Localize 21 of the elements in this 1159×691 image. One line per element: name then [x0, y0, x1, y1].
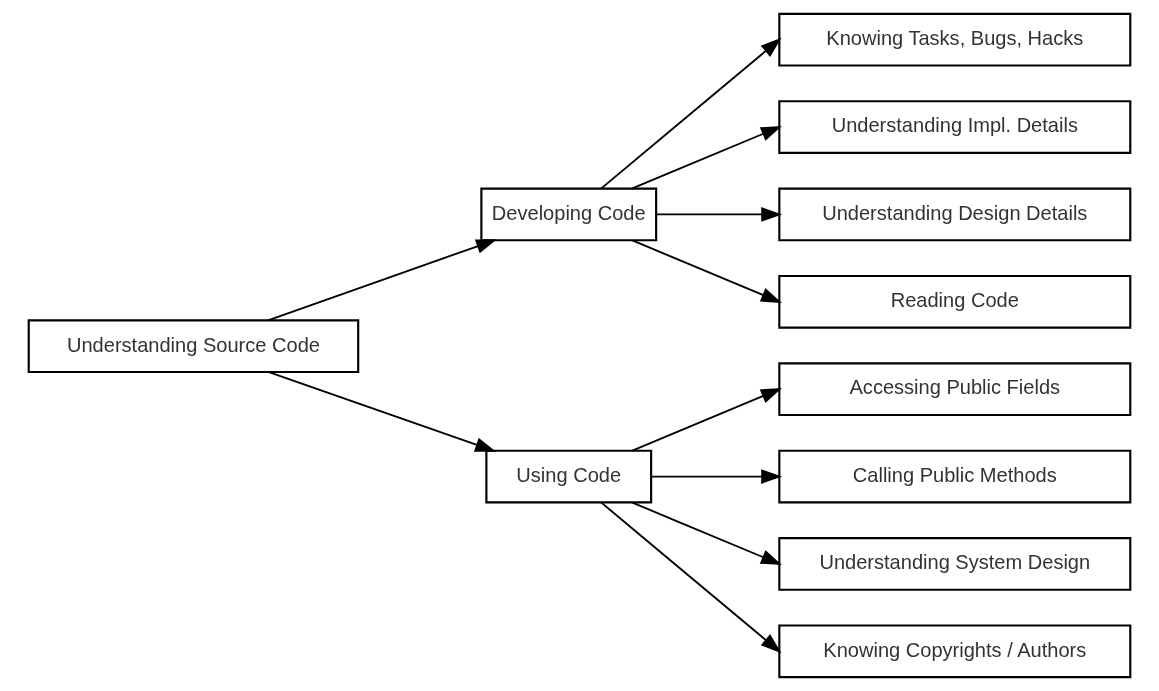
node-box: Knowing Copyrights / Authors	[778, 624, 1132, 679]
arrow	[600, 501, 782, 654]
node-box: Reading Code	[778, 274, 1132, 329]
node-box: Understanding Impl. Details	[778, 100, 1132, 154]
node-box: Using Code	[485, 449, 653, 504]
arrow	[655, 207, 783, 222]
node-box: Understanding System Design	[778, 537, 1132, 591]
arrow	[650, 469, 783, 484]
arrow	[631, 239, 782, 303]
node-box: Accessing Public Fields	[778, 362, 1132, 417]
arrow	[600, 37, 782, 190]
node-box: Understanding Design Details	[778, 187, 1132, 242]
arrow	[631, 501, 782, 566]
node-box: Developing Code	[480, 187, 658, 242]
arrow	[631, 388, 782, 452]
arrow	[268, 371, 497, 452]
node-box: Understanding Source Code	[27, 319, 360, 374]
node-box: Knowing Tasks, Bugs, Hacks	[778, 12, 1132, 67]
arrow	[631, 125, 782, 190]
arrow	[267, 239, 497, 322]
node-box: Calling Public Methods	[778, 449, 1132, 504]
